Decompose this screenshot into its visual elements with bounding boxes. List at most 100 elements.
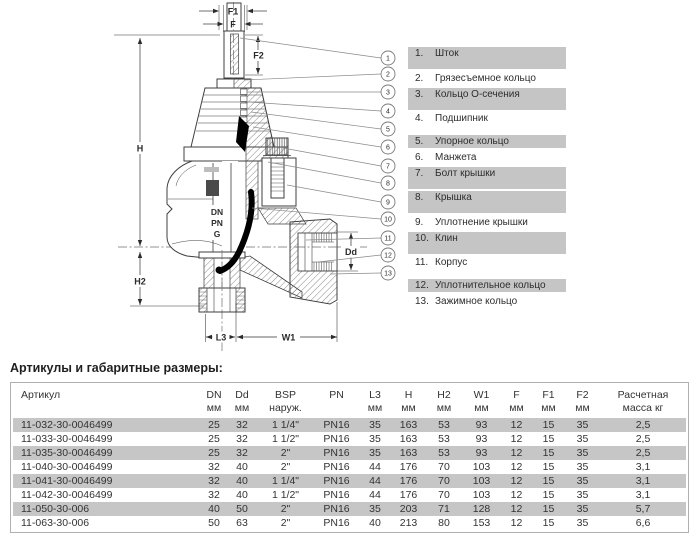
value-cell: 2,5 — [635, 433, 651, 445]
col-header-pn: PN — [329, 389, 344, 401]
value-cell: 35 — [369, 419, 381, 431]
callout-13: 13 — [329, 265, 396, 281]
callout-number: 5 — [386, 127, 390, 134]
value-cell: 50 — [208, 517, 220, 529]
dim-label-h: H — [137, 144, 144, 154]
value-cell: 44 — [369, 461, 381, 473]
article-cell: 11-032-30-0046499 — [21, 419, 113, 431]
callout-7: 7 — [282, 147, 396, 174]
marking-g: G — [214, 229, 221, 239]
value-cell: 1 1/2" — [271, 489, 300, 501]
value-cell: 5,7 — [635, 503, 651, 515]
bottom-pipe — [198, 250, 246, 313]
value-cell: 103 — [472, 489, 491, 501]
article-cell: 11-040-30-0046499 — [21, 461, 113, 473]
value-cell: 2,5 — [635, 447, 651, 459]
parts-list-item: 1.Шток — [408, 47, 566, 69]
callout-number: 10 — [384, 217, 392, 224]
callout-5: 5 — [250, 111, 396, 137]
parts-list-item: 8.Крышка — [408, 191, 566, 213]
value-cell: 163 — [399, 447, 418, 459]
value-cell: 2" — [280, 447, 291, 459]
callout-4: 4 — [248, 101, 396, 119]
parts-list-item: 2.Грязесъемное кольцо — [408, 72, 566, 86]
parts-list-item: 5.Упорное кольцо — [408, 134, 566, 148]
value-cell: PN16 — [323, 475, 350, 487]
marking-pn: PN — [211, 218, 223, 228]
part-number: 7. — [415, 167, 424, 179]
value-cell: 50 — [236, 503, 248, 515]
article-cell: 11-033-30-0046499 — [21, 433, 113, 445]
value-cell: 2" — [280, 517, 291, 529]
value-cell: 12 — [510, 433, 523, 445]
parts-list-item: 9.Уплотнение крышки — [408, 216, 566, 230]
callout-number: 7 — [386, 164, 390, 171]
part-number: 10. — [415, 232, 429, 244]
value-cell: PN16 — [323, 461, 350, 473]
callout-8: 8 — [267, 161, 396, 191]
value-cell: 40 — [236, 489, 248, 501]
value-cell: PN16 — [323, 517, 350, 529]
part-label: Болт крышки — [435, 167, 496, 179]
value-cell: 176 — [399, 461, 418, 473]
value-cell: 70 — [438, 461, 450, 473]
part-number: 13. — [415, 295, 429, 307]
value-cell: 35 — [576, 433, 589, 445]
value-cell: 103 — [472, 475, 491, 487]
value-cell: 53 — [438, 447, 450, 459]
value-cell: 35 — [576, 489, 589, 501]
value-cell: 15 — [542, 503, 555, 515]
value-cell: 25 — [208, 433, 220, 445]
parts-list-item: 12.Уплотнительное кольцо — [408, 278, 566, 292]
value-cell: 70 — [438, 489, 450, 501]
bonnet-bolt — [257, 137, 307, 225]
part-label: Клин — [435, 232, 458, 244]
value-cell: PN16 — [323, 433, 350, 445]
value-cell: 40 — [236, 475, 248, 487]
valve-cross-section-drawing: DN PN G F1 F F2 H — [114, 2, 396, 352]
part-number: 8. — [415, 192, 424, 203]
value-cell: 80 — [438, 517, 450, 529]
stem — [218, 2, 248, 90]
callout-9: 9 — [286, 184, 396, 210]
value-cell: 176 — [399, 475, 418, 487]
parts-list-item: 10. Клин — [408, 231, 566, 254]
value-cell: 35 — [369, 433, 381, 445]
value-cell: 35 — [576, 503, 589, 515]
callout-number: 1 — [386, 56, 390, 63]
value-cell: 25 — [208, 419, 220, 431]
article-cell: 11-063-30-006 — [21, 517, 90, 529]
col-header-artikul: Артикул — [21, 389, 61, 401]
dim-label-f1: F1 — [228, 7, 239, 17]
part-number: 3. — [415, 88, 424, 100]
value-cell: 71 — [438, 503, 450, 515]
callout-number: 13 — [384, 271, 392, 278]
part-label: Уплотнение крышки — [435, 216, 528, 228]
value-cell: 2" — [280, 461, 291, 473]
marking-dn: DN — [211, 207, 223, 217]
value-cell: 63 — [236, 517, 248, 529]
part-label: Шток — [435, 48, 459, 59]
value-cell: 153 — [472, 517, 491, 529]
value-cell: 163 — [399, 433, 418, 445]
valve-figure: DN PN G F1 F F2 H — [114, 2, 566, 352]
part-label: Грязесъемное кольцо — [435, 72, 536, 84]
value-cell: 15 — [542, 489, 555, 501]
value-cell: 3,1 — [635, 475, 651, 487]
callout-3: 3 — [247, 84, 396, 100]
value-cell: 128 — [472, 503, 491, 515]
value-cell: 70 — [438, 475, 450, 487]
